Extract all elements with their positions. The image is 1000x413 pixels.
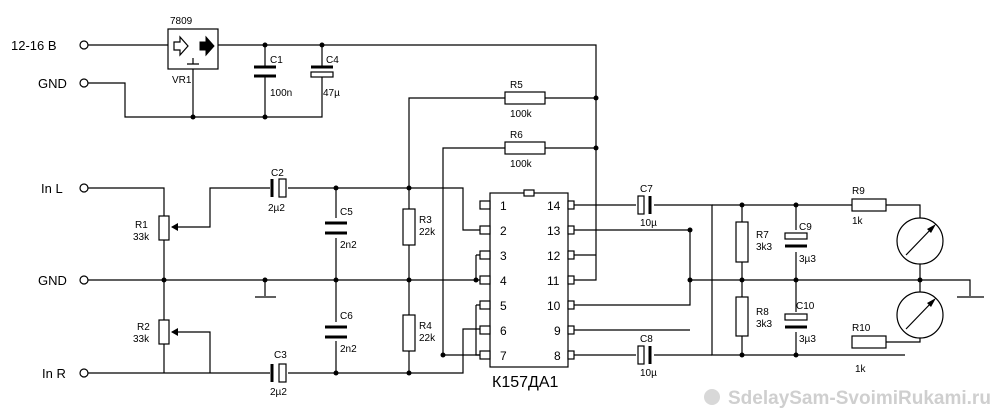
capacitor-c10: C10 3µ3 [784, 301, 816, 345]
terminal-gnd-top-label: GND [38, 76, 67, 91]
terminal-gnd-mid-label: GND [38, 273, 67, 288]
c6-ref: C6 [340, 311, 353, 322]
r6-ref: R6 [510, 130, 523, 141]
c6-value: 2n2 [340, 344, 357, 355]
c7-ref: C7 [640, 184, 653, 195]
potentiometer-r1: R1 33k [133, 215, 178, 243]
watermark-text: SdelaySam-SvoimiRukami.ru [728, 388, 991, 409]
terminal-supply: 12-16 В [11, 38, 89, 53]
resistor-r4: R4 22k [402, 314, 436, 352]
terminal-supply-label: 12-16 В [11, 38, 57, 53]
wires [88, 44, 984, 374]
terminal-gnd-mid: GND [38, 273, 89, 288]
watermark: SdelaySam-SvoimiRukami.ru [704, 388, 991, 409]
ic-pin-label: 2 [500, 224, 507, 238]
c8-value: 10µ [640, 368, 657, 379]
r7-value: 3k3 [756, 242, 773, 253]
capacitor-c3: C3 2µ2 [270, 350, 287, 398]
c2-value: 2µ2 [268, 203, 285, 214]
r7-ref: R7 [756, 230, 769, 241]
c3-ref: C3 [274, 350, 287, 361]
r5-ref: R5 [510, 80, 523, 91]
terminal-gnd-top: GND [38, 76, 89, 91]
ic-pin-label: 10 [547, 299, 561, 313]
r4-value: 22k [419, 333, 436, 344]
ic-pin-label: 11 [547, 274, 560, 288]
capacitor-c8: C8 10µ [637, 334, 657, 379]
r4-ref: R4 [419, 321, 432, 332]
resistor-r8: R8 3k3 [735, 296, 773, 337]
voltage-regulator: 7809 VR1 [167, 16, 219, 86]
regulator-ref: VR1 [172, 75, 192, 86]
junctions [161, 42, 923, 376]
r3-value: 22k [419, 227, 436, 238]
ic-pin-label: 1 [500, 199, 507, 213]
ic-pin-label: 6 [500, 324, 507, 338]
resistor-r3: R3 22k [402, 208, 436, 246]
capacitor-c7: C7 10µ [637, 184, 657, 229]
ic-pin-label: 12 [547, 249, 561, 263]
ic-left-pin-pads [479, 200, 491, 360]
resistor-r6: R6 100k [504, 130, 546, 170]
r5-value: 100k [510, 109, 533, 120]
r1-value: 33k [133, 232, 150, 243]
c8-ref: C8 [640, 334, 653, 345]
resistor-r10: R10 1k [851, 323, 887, 375]
resistor-r9: R9 1k [851, 186, 887, 227]
capacitor-c5: C5 2n2 [325, 207, 357, 251]
terminal-in-r-label: In R [42, 366, 66, 381]
c9-value: 3µ3 [799, 254, 816, 265]
capacitor-c4: C4 47µ [310, 55, 340, 100]
ic-pin-label: 14 [547, 199, 561, 213]
c4-ref: C4 [326, 55, 339, 66]
r9-ref: R9 [852, 186, 865, 197]
ic-pin-label: 7 [500, 349, 507, 363]
regulator-type: 7809 [170, 16, 193, 27]
r10-value: 1k [855, 364, 867, 375]
c10-value: 3µ3 [799, 334, 816, 345]
r8-ref: R8 [756, 307, 769, 318]
r2-ref: R2 [137, 322, 150, 333]
c3-value: 2µ2 [270, 387, 287, 398]
ic-name: К157ДА1 [492, 374, 559, 391]
c10-ref: C10 [796, 301, 815, 312]
c1-ref: C1 [270, 55, 283, 66]
c1-value: 100n [270, 88, 292, 99]
ic-pin-label: 5 [500, 299, 507, 313]
meter-right-channel [896, 291, 944, 339]
ic-right-pin-pads [567, 200, 575, 360]
capacitor-c2: C2 2µ2 [268, 168, 287, 214]
capacitor-c6: C6 2n2 [325, 311, 357, 355]
terminal-in-l: In L [41, 181, 89, 196]
r9-value: 1k [852, 216, 864, 227]
r6-value: 100k [510, 159, 533, 170]
ic-pin-label: 4 [500, 274, 507, 288]
terminal-in-l-label: In L [41, 181, 63, 196]
ic-chip: 1 2 3 4 5 6 7 14 13 12 11 10 9 8 К157ДА1 [479, 189, 575, 391]
capacitor-c1: C1 100n [254, 55, 292, 100]
resistor-r7: R7 3k3 [735, 221, 773, 263]
r10-ref: R10 [852, 323, 871, 334]
ic-pin-label: 8 [554, 349, 561, 363]
ic-pin-label: 13 [547, 224, 561, 238]
potentiometer-r2: R2 33k [133, 319, 178, 345]
resistor-r5: R5 100k [504, 80, 546, 120]
meter-left-channel [896, 217, 944, 265]
c5-ref: C5 [340, 207, 353, 218]
ic-pin-label: 3 [500, 249, 507, 263]
c4-value: 47µ [323, 88, 340, 99]
r3-ref: R3 [419, 215, 432, 226]
terminal-in-r: In R [42, 366, 89, 381]
r8-value: 3k3 [756, 319, 773, 330]
r1-ref: R1 [135, 220, 148, 231]
c9-ref: C9 [799, 222, 812, 233]
ic-pin-label: 9 [554, 324, 561, 338]
c5-value: 2n2 [340, 240, 357, 251]
c2-ref: C2 [271, 168, 284, 179]
r2-value: 33k [133, 334, 150, 345]
c7-value: 10µ [640, 218, 657, 229]
capacitor-c9: C9 3µ3 [784, 222, 816, 265]
